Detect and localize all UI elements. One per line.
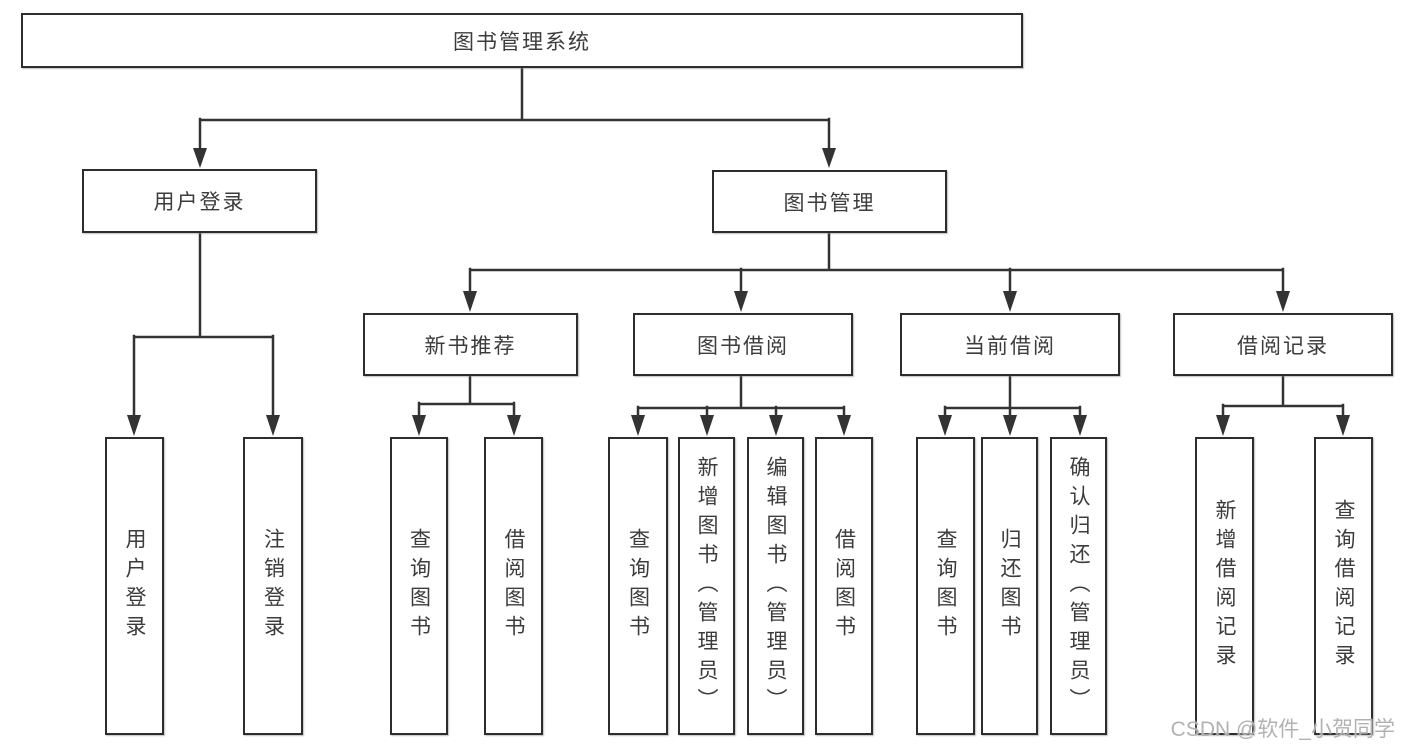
- node-label: 新书推荐: [424, 334, 517, 358]
- arrowhead: [734, 291, 748, 312]
- arrowhead: [266, 415, 280, 436]
- node-label: 图书管理: [783, 191, 876, 215]
- arrowhead: [1003, 291, 1017, 312]
- arrowhead: [822, 148, 836, 168]
- leaf-label: 查询图书: [407, 528, 431, 644]
- leaf-borrow-book: 借阅图书: [815, 437, 873, 735]
- leaf-label: 借阅图书: [832, 528, 856, 644]
- node-label: 用户登录: [153, 191, 246, 214]
- node-label: 图书借阅: [697, 334, 789, 358]
- leaf-label: 归还图书: [998, 528, 1021, 644]
- leaf-label: 查询图书: [626, 528, 650, 644]
- node-user-login: 用户登录: [82, 169, 317, 233]
- leaf-add-borrow-record: 新增借阅记录: [1195, 437, 1254, 735]
- node-label: 当前借阅: [964, 334, 1056, 358]
- leaf-query-borrow-record: 查询借阅记录: [1314, 437, 1373, 735]
- leaf-confirm-return-admin: 确认归还（管理员）: [1050, 437, 1107, 735]
- arrowhead: [1336, 415, 1350, 436]
- watermark-text: CSDN @软件_小贺同学: [1170, 718, 1395, 741]
- arrowhead: [463, 291, 477, 312]
- node-root: 图书管理系统: [21, 13, 1023, 68]
- node-book-management: 图书管理: [712, 170, 947, 233]
- node-new-book-recommend: 新书推荐: [363, 313, 578, 376]
- leaf-label: 借阅图书: [502, 528, 525, 644]
- arrowhead: [412, 415, 426, 436]
- arrowhead: [507, 415, 521, 436]
- leaf-query-book-borrow: 查询图书: [608, 437, 668, 735]
- leaf-label: 新增图书（管理员）: [695, 455, 718, 717]
- leaf-label: 注销登录: [261, 528, 285, 644]
- leaf-logout: 注销登录: [243, 437, 303, 735]
- leaf-label: 编辑图书（管理员）: [764, 455, 787, 717]
- leaf-user-login: 用户登录: [105, 437, 164, 735]
- leaf-label: 确认归还（管理员）: [1067, 455, 1090, 717]
- arrowhead: [1216, 415, 1230, 436]
- arrowhead: [631, 415, 645, 436]
- node-current-borrow: 当前借阅: [900, 313, 1120, 376]
- leaf-query-book-current: 查询图书: [916, 437, 975, 735]
- arrowhead: [127, 415, 141, 436]
- arrowhead: [193, 148, 207, 168]
- arrowhead: [1276, 291, 1290, 312]
- leaf-edit-book-admin: 编辑图书（管理员）: [747, 437, 804, 735]
- arrowhead: [837, 415, 851, 436]
- leaf-label: 查询图书: [934, 528, 957, 644]
- arrowhead: [769, 415, 783, 436]
- arrowhead: [1073, 415, 1087, 436]
- node-root-label: 图书管理系统: [453, 30, 591, 54]
- connector-path: [132, 66, 1345, 420]
- arrowhead: [1003, 415, 1017, 436]
- leaf-label: 查询借阅记录: [1332, 499, 1355, 673]
- node-label: 借阅记录: [1237, 334, 1329, 358]
- leaf-label: 新增借阅记录: [1213, 499, 1236, 673]
- leaf-label: 用户登录: [123, 528, 146, 644]
- leaf-borrow-book-recommend: 借阅图书: [484, 437, 543, 735]
- node-book-borrow: 图书借阅: [633, 313, 853, 376]
- leaf-add-book-admin: 新增图书（管理员）: [678, 437, 735, 735]
- leaf-query-book-recommend: 查询图书: [390, 437, 448, 735]
- arrowhead: [700, 415, 714, 436]
- arrowhead: [938, 415, 952, 436]
- leaf-return-book: 归还图书: [981, 437, 1038, 735]
- node-borrow-record: 借阅记录: [1173, 313, 1393, 376]
